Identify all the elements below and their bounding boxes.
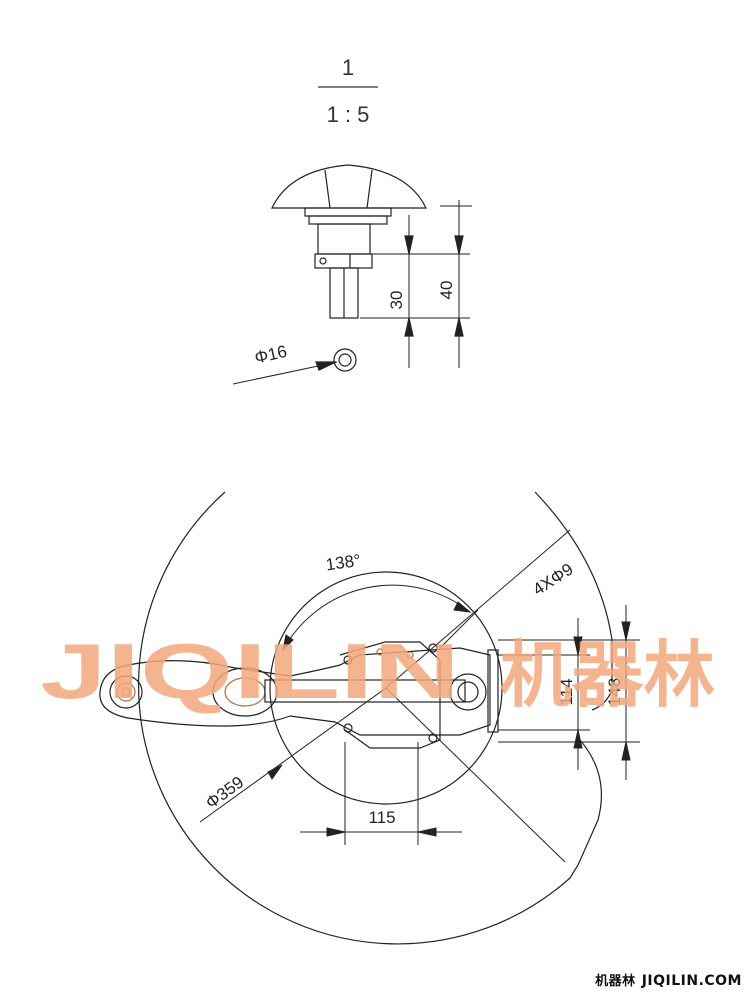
side-view [271, 164, 472, 368]
height-dimensions [498, 605, 640, 780]
dimension-40: 40 [437, 281, 456, 300]
watermark-cjk: 机器林 [500, 633, 715, 717]
footer-cjk: 机器林 [595, 974, 636, 989]
robot-arm-top-view [99, 641, 499, 749]
width-dimension [300, 742, 462, 845]
watermark: JIQILIN 机器林 [40, 627, 715, 717]
scale-numerator: 1 [342, 55, 354, 80]
dimension-30: 30 [387, 291, 406, 310]
dimension-138-deg: 138° [324, 551, 361, 575]
dimension-115: 115 [368, 808, 395, 827]
angle-138-dimension [199, 529, 571, 863]
work-envelope [138, 491, 613, 945]
dimension-114: 114 [557, 678, 576, 705]
tool-shaft-section [232, 348, 357, 385]
dimension-phi16: Φ16 [253, 342, 289, 368]
footer-credit: 机器林 JIQILIN.COM [595, 970, 742, 989]
watermark-latin: JIQILIN [40, 627, 460, 715]
scale-denominator: 1 : 5 [327, 102, 370, 127]
dimension-148: 148 [605, 678, 624, 706]
dimension-4x-phi9: 4XΦ9 [529, 559, 576, 599]
dimension-phi359: Φ359 [202, 773, 247, 813]
footer-site: JIQILIN.COM [641, 973, 742, 989]
scale-note: 1 1 : 5 [318, 55, 378, 127]
